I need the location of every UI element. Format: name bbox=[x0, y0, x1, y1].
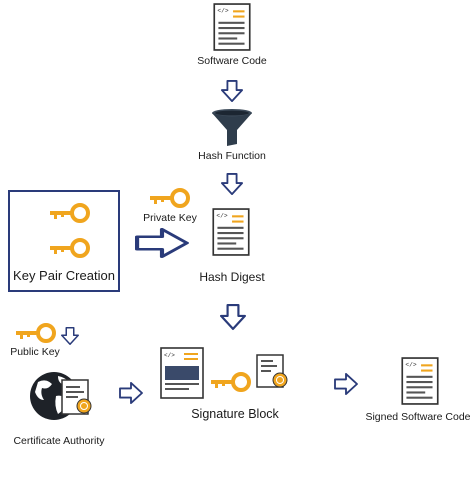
software-code-document-icon bbox=[213, 3, 251, 51]
key-icon bbox=[48, 236, 90, 258]
certificate-authority-label: Certificate Authority bbox=[13, 435, 105, 447]
private-key-icon bbox=[148, 186, 190, 208]
svg-text:</>: </> bbox=[164, 352, 175, 359]
globe-icon bbox=[28, 366, 92, 428]
arrow-down-icon bbox=[221, 172, 243, 196]
hash-digest-label: Hash Digest bbox=[199, 270, 265, 284]
funnel-icon bbox=[210, 108, 254, 148]
signed-software-code-document-icon bbox=[401, 357, 439, 405]
signature-block-document-icon: </> bbox=[160, 347, 204, 399]
signed-software-code-label: Signed Software Code bbox=[365, 411, 471, 423]
certificate-icon bbox=[256, 354, 290, 394]
key-pair-creation-box bbox=[8, 190, 120, 292]
arrow-right-icon bbox=[332, 373, 360, 395]
arrow-down-icon bbox=[221, 79, 243, 103]
private-key-label: Private Key bbox=[143, 212, 197, 224]
key-pair-creation-label: Key Pair Creation bbox=[13, 268, 115, 283]
arrow-right-icon bbox=[135, 228, 189, 258]
hash-function-label: Hash Function bbox=[198, 150, 266, 162]
hash-digest-document-icon bbox=[212, 208, 250, 256]
key-icon bbox=[209, 370, 251, 392]
software-code-label: Software Code bbox=[197, 55, 267, 67]
public-key-icon bbox=[14, 321, 56, 343]
arrow-down-icon bbox=[220, 302, 246, 332]
arrow-right-icon bbox=[118, 382, 144, 404]
key-icon bbox=[48, 201, 90, 223]
arrow-down-icon bbox=[61, 324, 79, 348]
public-key-label: Public Key bbox=[10, 346, 60, 358]
signature-block-label: Signature Block bbox=[191, 407, 279, 421]
